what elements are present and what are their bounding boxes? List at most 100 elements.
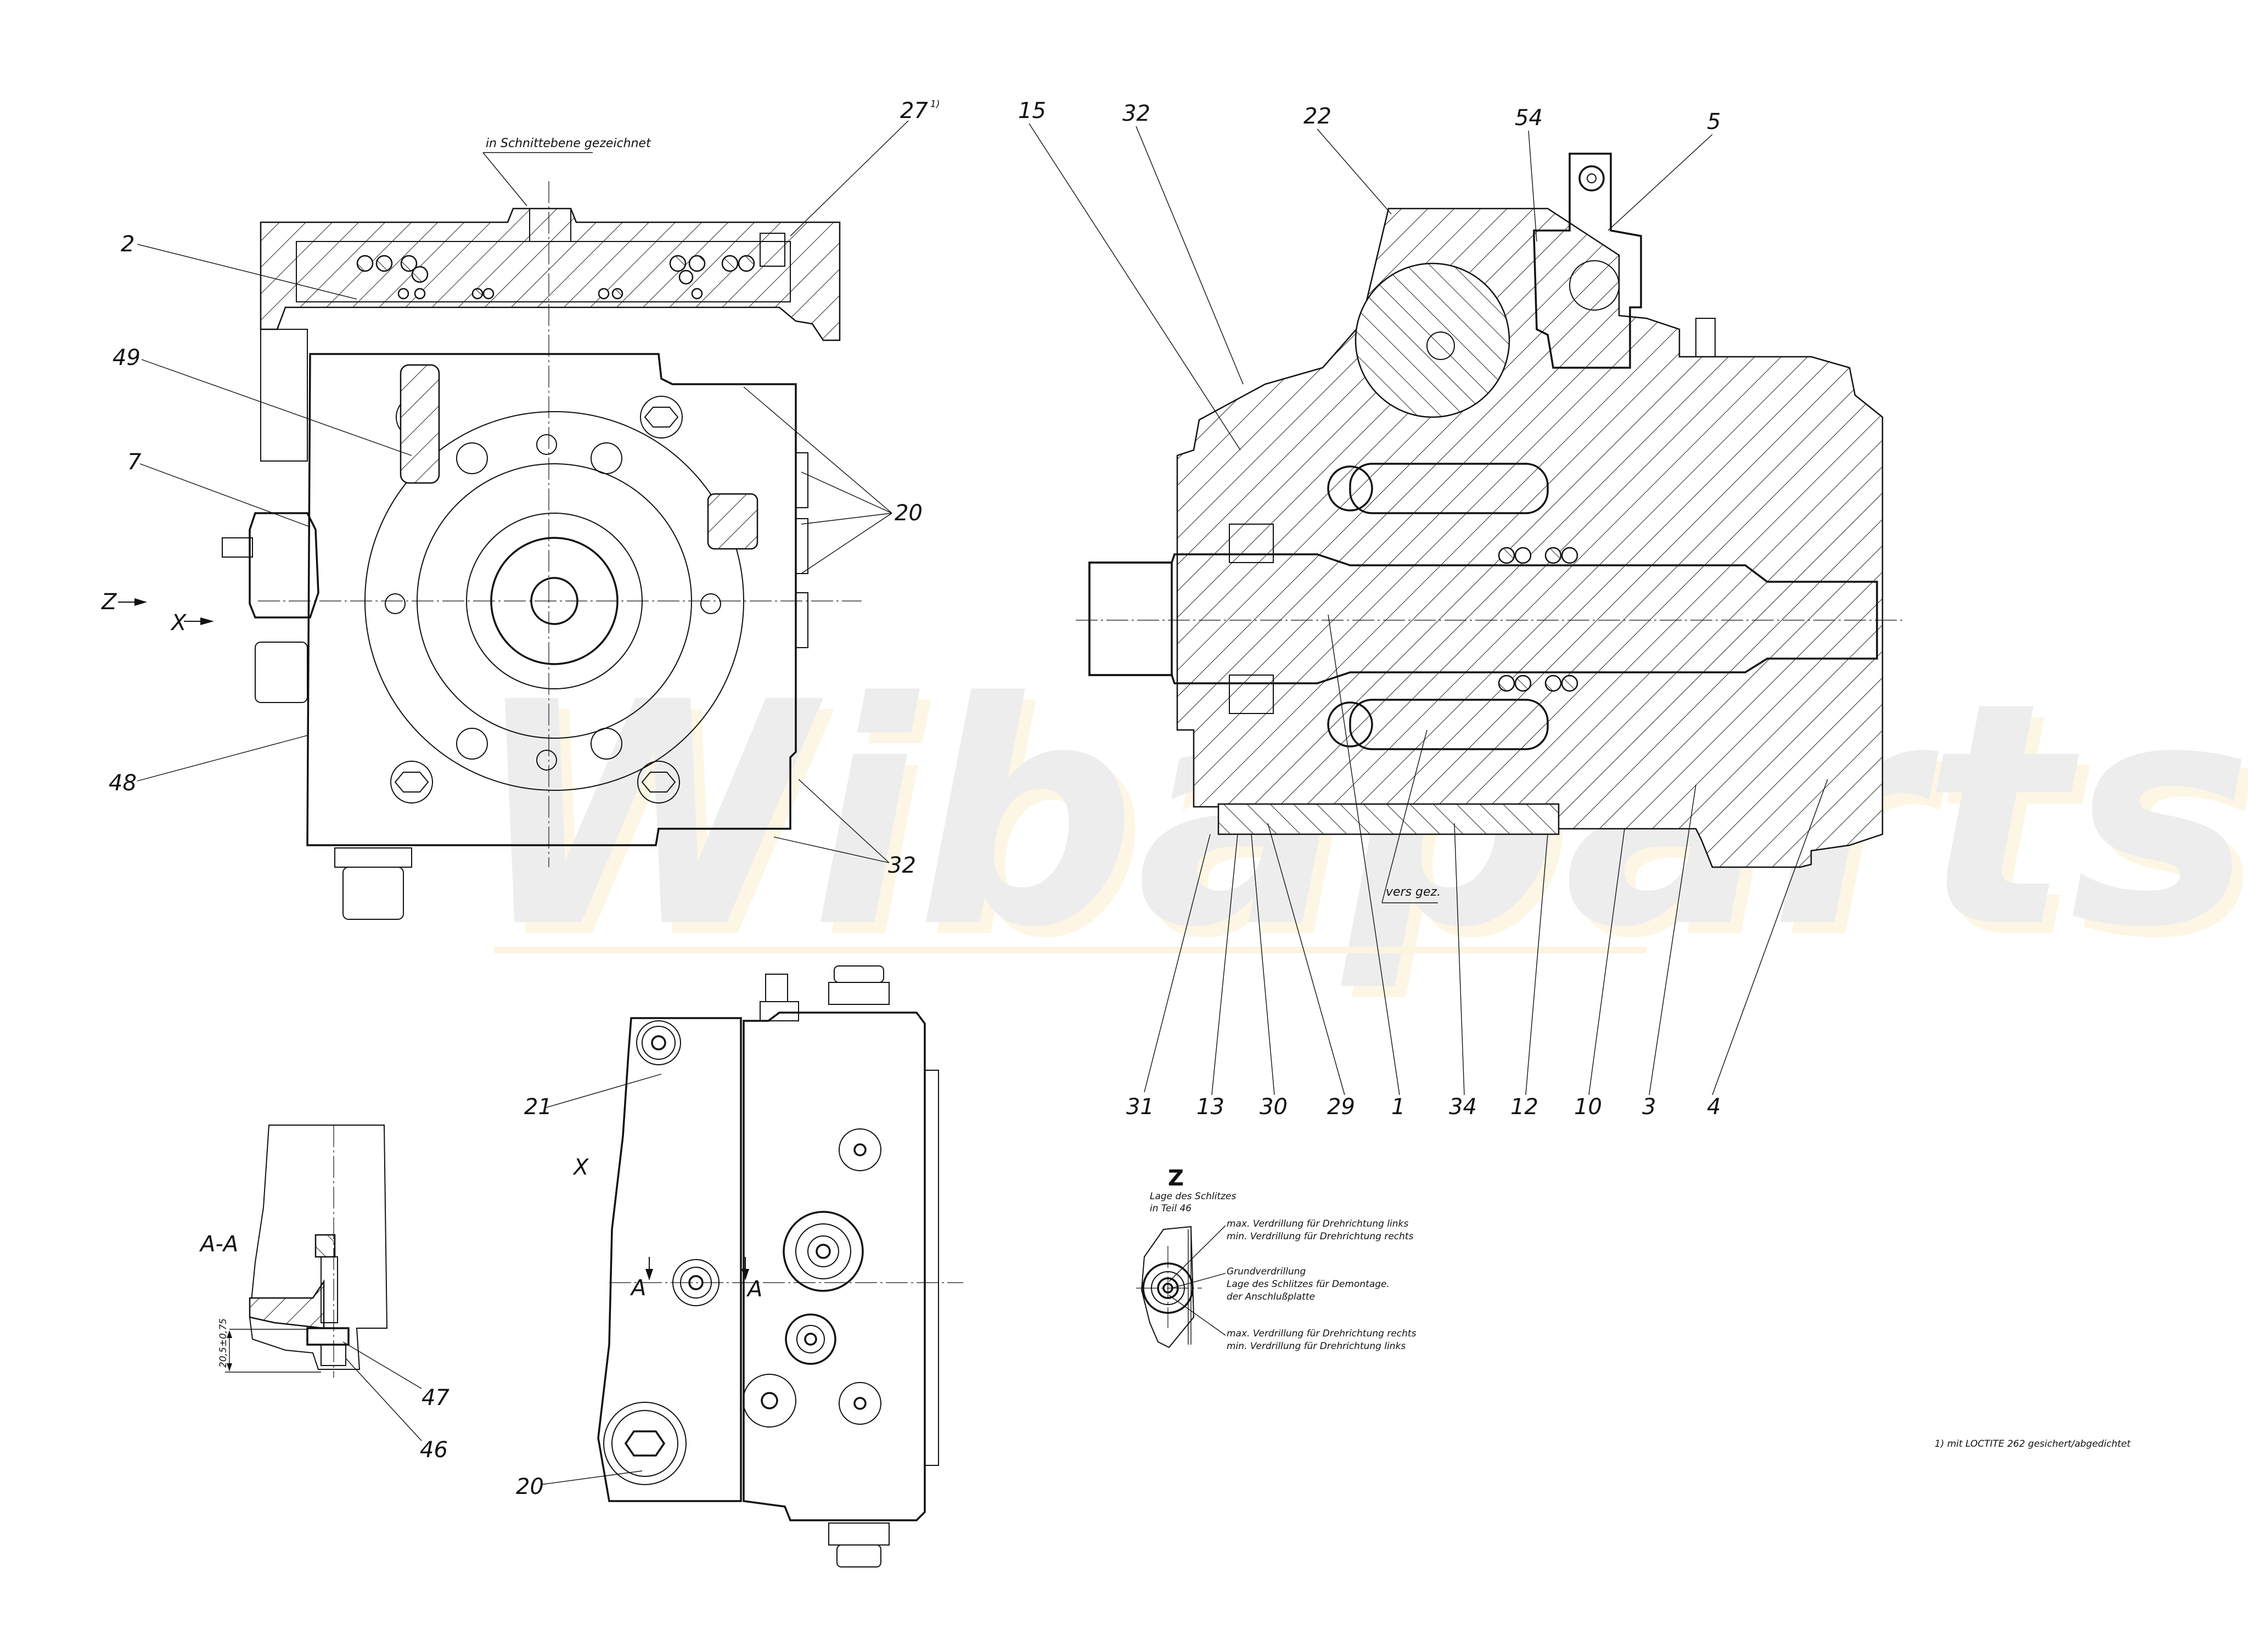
callout-34: 34 <box>1449 1094 1477 1120</box>
bottom-nut-cap <box>836 1544 881 1567</box>
valve-2-outer <box>785 1313 836 1365</box>
valve-7 <box>249 512 319 619</box>
spring-cavity <box>296 241 791 302</box>
plug-21-hex <box>651 1035 666 1050</box>
valve-view-x: A A X 21 20 <box>516 965 963 1567</box>
valve-cartridge-outer <box>783 1211 864 1292</box>
section-aa-title: A-A <box>199 1232 238 1257</box>
valve-2 <box>796 1325 825 1353</box>
port-1 <box>853 1143 867 1156</box>
callout-20-valve: 20 <box>516 1474 544 1499</box>
center-spring <box>1498 547 1578 692</box>
note-slot-position: Lage des Schlitzes für Demontage. <box>1227 1279 1390 1290</box>
callout-30: 30 <box>1260 1094 1288 1120</box>
watermark-underline <box>494 947 1646 953</box>
port-2-outer <box>743 1374 796 1428</box>
bottom-plate <box>1217 803 1560 835</box>
callout-32-left: 32 <box>888 853 916 878</box>
side-block <box>260 329 308 462</box>
callout-22: 22 <box>1303 104 1331 129</box>
valve-5-body <box>1569 260 1620 311</box>
valve-2-core <box>804 1333 817 1346</box>
note-min-right: min. Verdrillung für Drehrichtung rechts <box>1227 1231 1414 1242</box>
callout-12: 12 <box>1510 1094 1538 1120</box>
callout-48: 48 <box>109 771 137 796</box>
section-view: vers gez. <box>1076 153 1904 903</box>
callout-27: 27 <box>900 98 928 123</box>
valve-5-cap-inner <box>1587 173 1597 183</box>
valve-7-stem <box>222 537 253 558</box>
detail-z-subtitle-2: in Teil 46 <box>1150 1203 1192 1214</box>
detail-z: Z Lage des Schlitzes in Teil 46 max. Ver… <box>1136 1166 1417 1352</box>
port-2 <box>761 1392 778 1409</box>
callout-4: 4 <box>1707 1094 1721 1120</box>
piston-ball-lower <box>1327 701 1373 748</box>
callout-2: 2 <box>121 232 134 257</box>
port-right-3 <box>795 592 808 648</box>
callout-31: 31 <box>1126 1094 1154 1120</box>
callout-20: 20 <box>895 501 923 526</box>
callout-10: 10 <box>1574 1094 1602 1120</box>
callout-15: 15 <box>1018 98 1046 123</box>
callout-1: 1 <box>1391 1094 1405 1120</box>
piston-lower <box>1349 699 1549 750</box>
left-view-callouts: 2 49 7 48 27 1) 20 32 in Schnittebene ge… <box>101 98 940 878</box>
drive-shaft <box>1088 553 1878 684</box>
valve-cartridge-inner <box>807 1235 839 1267</box>
detail-z-subtitle-1: Lage des Schlitzes <box>1150 1191 1236 1202</box>
plug-49 <box>400 364 440 484</box>
port-3-outer <box>839 1382 881 1425</box>
callout-47: 47 <box>422 1385 449 1411</box>
note-base-twist: Grundverdrillung <box>1227 1266 1306 1277</box>
view-arrow-z-label: Z <box>101 589 117 615</box>
section-note-top: in Schnittebene gezeichnet <box>486 137 651 150</box>
view-label-x: X <box>572 1155 589 1180</box>
cradle-pin <box>1426 331 1455 360</box>
callout-46: 46 <box>420 1437 448 1463</box>
section-aa-outline <box>249 1125 388 1370</box>
part-47 <box>306 1327 350 1346</box>
bearing-upper <box>1229 524 1274 563</box>
pump-body <box>306 353 797 846</box>
plug-right <box>707 493 758 550</box>
valve-body-left <box>597 1017 742 1502</box>
shaft-stub <box>1088 561 1173 676</box>
callout-54: 54 <box>1515 105 1543 131</box>
valve-5-cap <box>1578 165 1605 192</box>
plug-21 <box>642 1026 676 1060</box>
valve-cartridge-core <box>816 1244 831 1259</box>
port-3 <box>853 1397 867 1410</box>
section-aa-body <box>249 1279 325 1329</box>
callout-13: 13 <box>1196 1094 1224 1120</box>
port-right-1 <box>795 452 808 508</box>
plug-20-outer <box>603 1402 687 1485</box>
valve-fitting <box>765 974 788 1002</box>
left-front-view <box>222 181 862 920</box>
plug-20-hex <box>624 1430 666 1457</box>
plug-20 <box>611 1410 678 1477</box>
note-connection-plate: der Anschlußplatte <box>1227 1291 1315 1302</box>
section-view-callouts: 15 32 22 54 5 31 13 30 29 1 34 12 10 3 4 <box>1018 98 1828 1120</box>
valve-side-plate <box>924 1070 939 1466</box>
bearing-lower <box>1229 675 1274 714</box>
fitting-top <box>1695 318 1716 357</box>
callout-49: 49 <box>113 345 140 370</box>
plug-21-outer <box>636 1020 681 1065</box>
piston-upper <box>1349 463 1549 514</box>
section-aa-pin <box>321 1256 338 1323</box>
view-arrow-x-label: X <box>170 610 187 636</box>
callout-3: 3 <box>1642 1094 1656 1120</box>
housing-section <box>1176 207 1884 868</box>
bottom-plug <box>342 867 404 920</box>
top-nut-cap <box>834 965 884 983</box>
bottom-nut-hex <box>828 1522 890 1546</box>
note-max-left: max. Verdrillung für Drehrichtung links <box>1227 1218 1408 1229</box>
control-valve-5 <box>1533 153 1642 369</box>
callout-29: 29 <box>1327 1094 1355 1120</box>
springs-left <box>356 255 494 300</box>
valve-body-right <box>743 1012 926 1521</box>
callout-32-top: 32 <box>1122 101 1150 126</box>
detail-z-body <box>1140 1226 1195 1348</box>
section-note-vers: vers gez. <box>1386 885 1441 899</box>
top-housing-section <box>260 207 841 341</box>
